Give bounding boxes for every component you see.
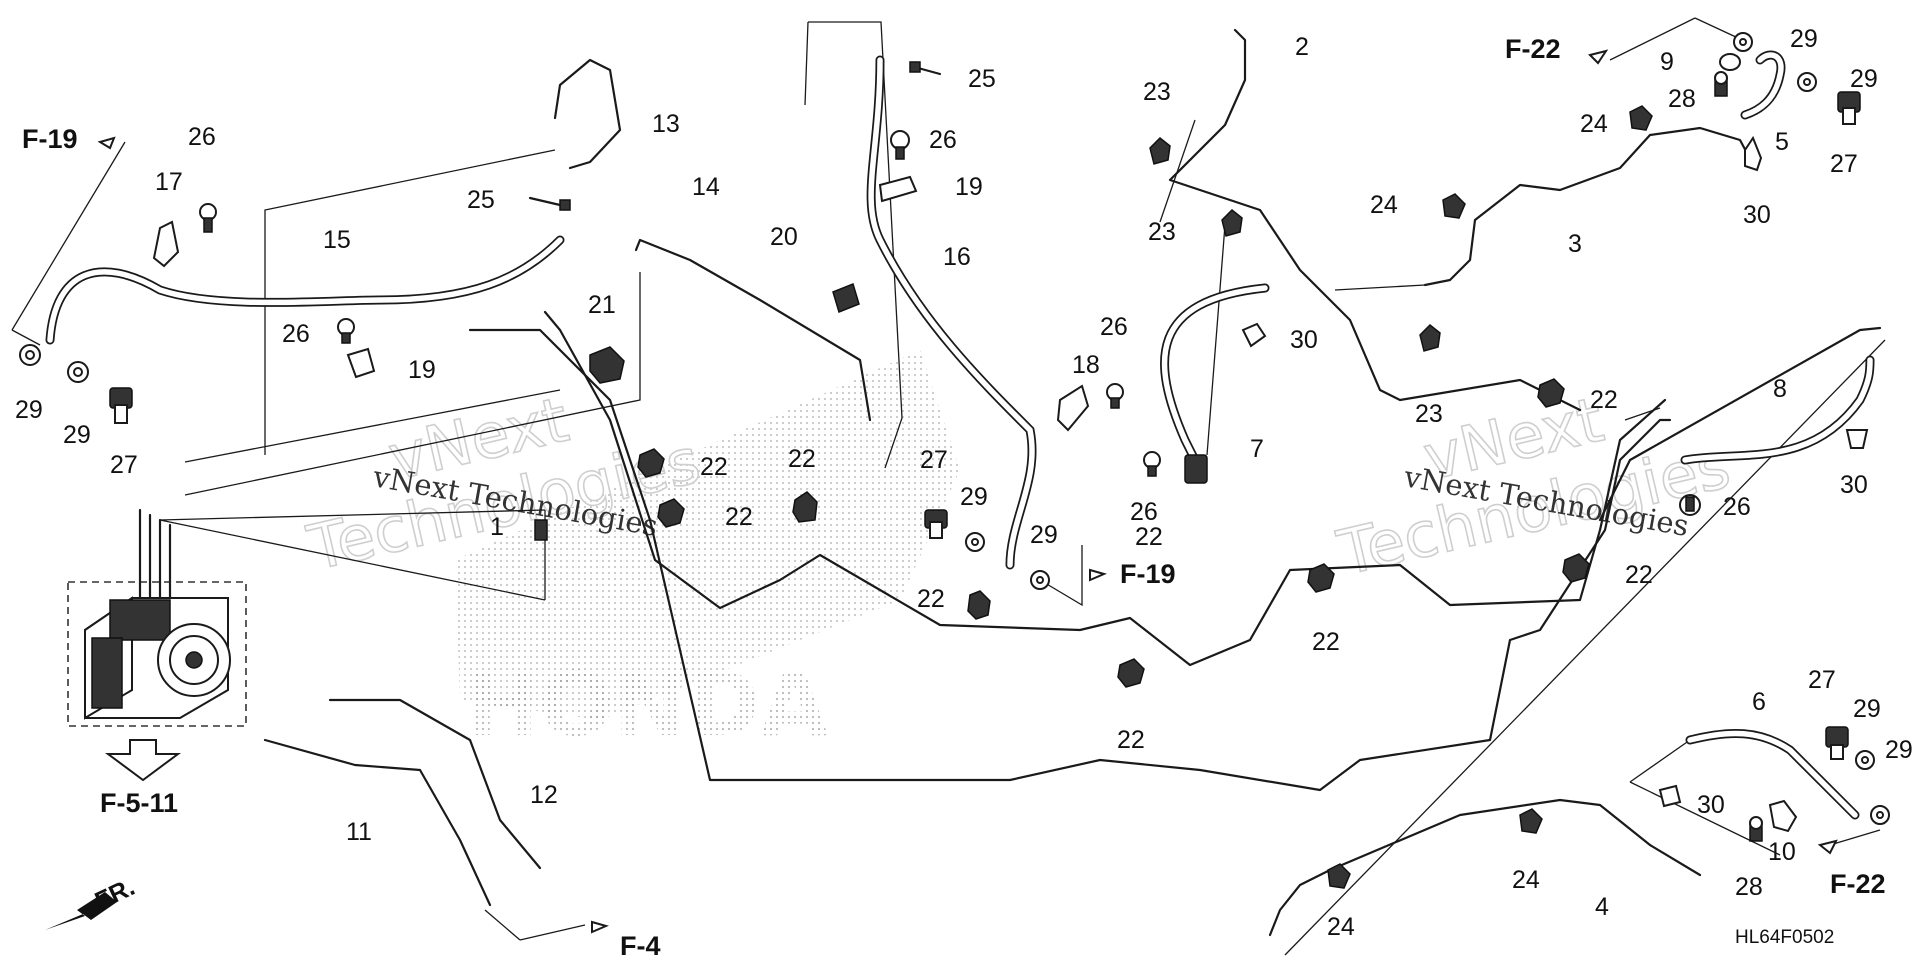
callout-15: 15 <box>323 226 351 254</box>
pipe-12 <box>328 698 542 870</box>
callout-22e: 22 <box>1117 726 1145 754</box>
callout-27b: 27 <box>920 446 948 474</box>
callout-24b: 24 <box>1370 191 1398 219</box>
flex-hoses <box>45 50 1875 820</box>
callout-29e: 29 <box>1790 25 1818 53</box>
callout-29c: 29 <box>960 483 988 511</box>
callout-22h: 22 <box>1625 561 1653 589</box>
front-direction-indicator: FR. <box>45 873 139 930</box>
callout-26f: 26 <box>1723 493 1751 521</box>
callout-21: 21 <box>588 291 616 319</box>
callout-25b: 25 <box>467 186 495 214</box>
callout-22c: 22 <box>788 445 816 473</box>
ref-f5-11[interactable]: F-5-11 <box>100 788 178 818</box>
callout-22i: 22 <box>1135 523 1163 551</box>
callout-27a: 27 <box>110 451 138 479</box>
callout-27c: 27 <box>1830 150 1858 178</box>
callout-30d: 30 <box>1697 791 1725 819</box>
callout-22d: 22 <box>917 585 945 613</box>
ref-f22-bottom[interactable]: F-22 <box>1830 869 1886 899</box>
pipe-14 <box>634 238 872 422</box>
callout-8: 8 <box>1773 375 1787 403</box>
callout-29b: 29 <box>63 421 91 449</box>
callout-25a: 25 <box>968 65 996 93</box>
callout-23c: 23 <box>1415 400 1443 428</box>
pipe-4 <box>1268 798 1702 937</box>
callout-22g: 22 <box>1590 386 1618 414</box>
callouts: 1 2 3 4 5 6 7 8 9 10 11 12 13 14 15 16 1… <box>15 25 1913 941</box>
front-arrow-icon <box>45 892 117 930</box>
callout-5: 5 <box>1775 128 1789 156</box>
callout-28b: 28 <box>1735 873 1763 901</box>
small-parts <box>19 32 1890 889</box>
callout-11: 11 <box>346 818 372 846</box>
ref-f4[interactable]: F-4 <box>620 931 661 960</box>
callout-12: 12 <box>530 781 558 809</box>
callout-16: 16 <box>943 243 971 271</box>
down-arrow-icon <box>104 739 182 782</box>
callout-27d: 27 <box>1808 666 1836 694</box>
ref-f19-center[interactable]: F-19 <box>1120 559 1176 589</box>
pipe-front-right <box>1598 326 1882 522</box>
callout-28a: 28 <box>1668 85 1696 113</box>
callout-1: 1 <box>490 513 504 541</box>
abs-modulator-unit <box>67 508 247 727</box>
pipe-3 <box>1423 126 1757 287</box>
callout-6: 6 <box>1752 688 1766 716</box>
callout-24a: 24 <box>1580 110 1608 138</box>
callout-13: 13 <box>652 110 680 138</box>
callout-22b: 22 <box>725 503 753 531</box>
callout-7: 7 <box>1250 435 1264 463</box>
group-lines <box>11 17 1886 956</box>
callout-23a: 23 <box>1143 78 1171 106</box>
pipe-13 <box>553 58 622 170</box>
callout-17: 17 <box>155 168 183 196</box>
callout-29a: 29 <box>15 396 43 424</box>
callout-29h: 29 <box>1885 736 1913 764</box>
ref-f22-top[interactable]: F-22 <box>1505 34 1561 64</box>
callout-14: 14 <box>692 173 720 201</box>
callout-23b: 23 <box>1148 218 1176 246</box>
callout-24d: 24 <box>1327 913 1355 941</box>
callout-24c: 24 <box>1512 866 1540 894</box>
brake-pipes <box>263 28 1882 937</box>
callout-26d: 26 <box>1100 313 1128 341</box>
callout-3: 3 <box>1568 230 1582 258</box>
callout-10: 10 <box>1768 838 1796 866</box>
callout-26e: 26 <box>1130 498 1158 526</box>
callout-30b: 30 <box>1743 201 1771 229</box>
callout-19a: 19 <box>955 173 983 201</box>
callout-2: 2 <box>1295 33 1309 61</box>
callout-19b: 19 <box>408 356 436 384</box>
watermark: HONDA vNext Technologies vNext Technolog… <box>300 350 1737 756</box>
diagram-code: HL64F0502 <box>1735 927 1834 948</box>
callout-26b: 26 <box>929 126 957 154</box>
callout-26a: 26 <box>188 123 216 151</box>
reference-labels: F-19 F-19 F-22 F-22 F-4 F-5-11 <box>22 34 1886 960</box>
callout-9: 9 <box>1660 48 1674 76</box>
pipe-2 <box>1168 28 1582 412</box>
callout-29f: 29 <box>1850 65 1878 93</box>
callout-20: 20 <box>770 223 798 251</box>
callout-18: 18 <box>1072 351 1100 379</box>
callout-22a: 22 <box>700 453 728 481</box>
pipe-main-long <box>468 328 1672 792</box>
ref-f19-top-left[interactable]: F-19 <box>22 124 78 154</box>
callout-30c: 30 <box>1840 471 1868 499</box>
callout-29d: 29 <box>1030 521 1058 549</box>
pipe-11 <box>263 738 492 907</box>
callout-4: 4 <box>1595 893 1609 921</box>
watermark-dot-field <box>455 350 960 720</box>
callout-29g: 29 <box>1853 695 1881 723</box>
pipe-mid-lower <box>543 310 1667 667</box>
callout-22f: 22 <box>1312 628 1340 656</box>
honda-watermark-text: HONDA <box>465 653 828 756</box>
callout-30a: 30 <box>1290 326 1318 354</box>
callout-26c: 26 <box>282 320 310 348</box>
